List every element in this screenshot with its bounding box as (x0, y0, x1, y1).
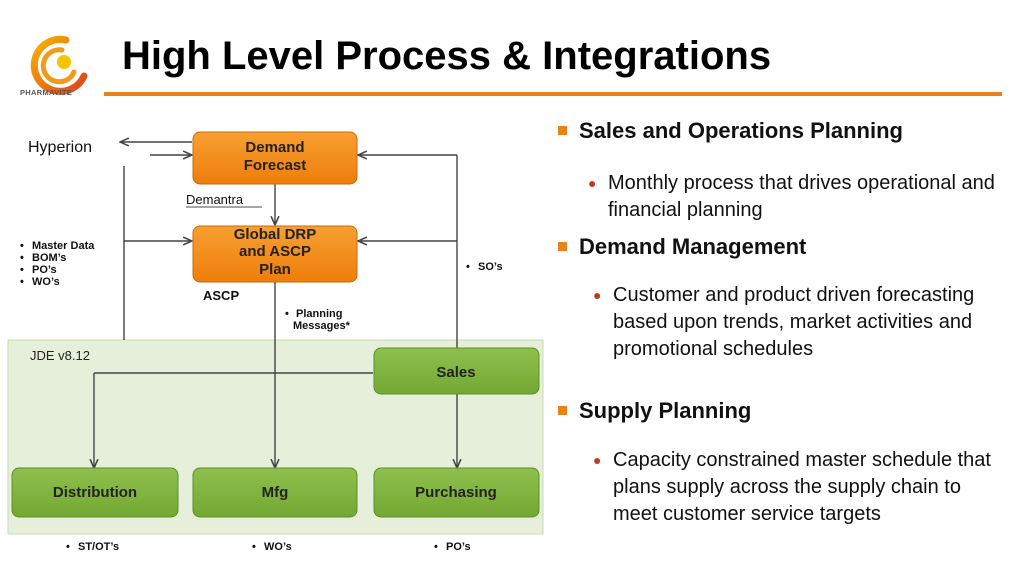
planning-messages-line-1: Planning (296, 308, 342, 320)
bullet-dot: ● (593, 452, 602, 468)
bottom-bullet-mfg: • (252, 541, 256, 553)
demand-forecast-label-2: Forecast (244, 157, 307, 174)
slide-title: High Level Process & Integrations (122, 34, 772, 78)
ascp-label: ASCP (203, 288, 239, 303)
left-list-bullet-3: • (20, 264, 24, 276)
mfg-label: Mfg (262, 484, 289, 501)
demand-forecast-box: Demand Forecast (192, 131, 358, 185)
demand-forecast-label-1: Demand (245, 139, 304, 156)
section-bullet-supply: ● Capacity constrained master schedule th… (593, 447, 1008, 528)
hyperion-label: Hyperion (28, 139, 92, 156)
global-drp-label-2: and ASCP (239, 243, 311, 260)
left-list-item-boms: BOM’s (32, 252, 66, 264)
left-list-bullet-2: • (20, 252, 24, 264)
planning-messages-line-2: Messages* (293, 320, 351, 332)
bottom-bullet-purchasing: • (434, 541, 438, 553)
bottom-label-mfg: WO’s (264, 541, 292, 553)
title-divider (104, 92, 1002, 96)
process-diagram: JDE v8.12 Demand Forecast Global DRP and… (7, 131, 544, 553)
section-bullet-text: Capacity constrained master schedule tha… (613, 449, 991, 525)
demantra-label: Demantra (186, 192, 244, 207)
section-bullet-square (558, 241, 567, 251)
bottom-label-distribution: ST/OT’s (78, 541, 119, 553)
sales-label: Sales (436, 364, 475, 381)
mfg-box: Mfg (192, 467, 358, 518)
section-bullet-sop: ● Monthly process that drives operational… (588, 170, 1008, 224)
sos-bullet: • (466, 261, 470, 273)
global-drp-label-1: Global DRP (234, 226, 317, 243)
global-drp-label-3: Plan (259, 261, 291, 278)
purchasing-label: Purchasing (415, 484, 497, 501)
bottom-label-purchasing: PO’s (446, 541, 471, 553)
bottom-bullet-distribution: • (66, 541, 70, 553)
section-heading-supply: Supply Planning (558, 398, 751, 424)
section-heading-text: Supply Planning (579, 398, 752, 423)
jde-label: JDE v8.12 (30, 348, 90, 363)
logo-text: PHARMAVITE (20, 88, 73, 97)
left-list-item-pos: PO’s (32, 264, 57, 276)
bullet-dot: ● (593, 287, 602, 303)
sos-label: SO’s (478, 261, 503, 273)
section-heading-text: Sales and Operations Planning (579, 118, 903, 143)
bullet-dot: ● (588, 175, 597, 191)
sales-box: Sales (373, 347, 540, 395)
left-list-bullet-1: • (20, 240, 24, 252)
section-bullet-text: Monthly process that drives operational … (608, 172, 995, 221)
left-list-bullet-4: • (20, 276, 24, 288)
global-drp-box: Global DRP and ASCP Plan (192, 225, 358, 283)
section-heading-sop: Sales and Operations Planning (558, 118, 903, 144)
planning-bullet: • (285, 308, 289, 320)
section-bullet-text: Customer and product driven forecasting … (613, 284, 975, 360)
left-list-item-master-data: Master Data (32, 240, 95, 252)
section-bullet-square (558, 405, 567, 415)
section-heading-demand: Demand Management (558, 234, 806, 260)
pharmavite-logo (30, 35, 88, 95)
distribution-label: Distribution (53, 484, 137, 501)
section-bullet-square (558, 125, 567, 135)
distribution-box: Distribution (11, 467, 179, 518)
section-bullet-demand: ● Customer and product driven forecasting… (593, 282, 1008, 363)
section-heading-text: Demand Management (579, 234, 807, 259)
left-list-item-wos: WO’s (32, 276, 60, 288)
purchasing-box: Purchasing (373, 467, 540, 518)
